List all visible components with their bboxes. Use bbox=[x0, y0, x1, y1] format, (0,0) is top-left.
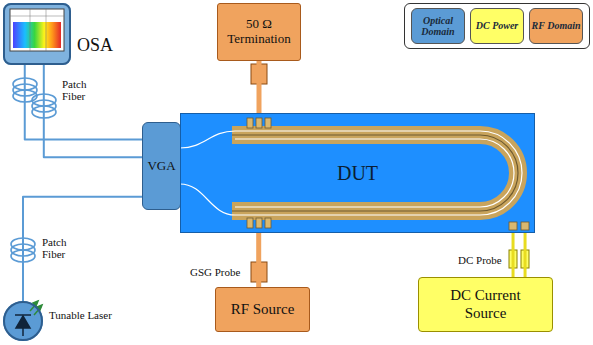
node-label: DUT bbox=[337, 162, 378, 185]
connector-line bbox=[524, 233, 527, 277]
waveguide bbox=[180, 131, 522, 215]
part-label: GSG Probe bbox=[190, 266, 240, 278]
connector bbox=[44, 65, 142, 157]
connector bbox=[513, 233, 514, 277]
node-label: OSA bbox=[77, 35, 113, 56]
laser-body bbox=[3, 301, 43, 341]
connector-line bbox=[25, 65, 142, 140]
source-box: RF Source bbox=[215, 287, 310, 332]
electrode-gap bbox=[232, 135, 518, 211]
termination-box: 50 Ω Termination bbox=[217, 3, 301, 61]
osa-spectrum bbox=[13, 22, 61, 48]
dut-chip bbox=[180, 113, 535, 233]
node-label: RF Source bbox=[231, 301, 295, 318]
chip-box: DUT bbox=[180, 113, 535, 233]
instrument-box: OSA bbox=[3, 3, 71, 65]
source-box: DC Current Source bbox=[418, 277, 553, 332]
connector-line bbox=[257, 61, 262, 113]
legend-text: RF Domain bbox=[532, 20, 581, 32]
connector bbox=[525, 233, 526, 277]
legend-text: Optical Domain bbox=[412, 15, 464, 38]
osa-screen bbox=[10, 9, 64, 51]
node-label: 50 Ω Termination bbox=[224, 17, 294, 47]
part-label: DC Probe bbox=[458, 254, 502, 266]
waveguide bbox=[235, 139, 514, 207]
node-label: DC Current Source bbox=[441, 287, 531, 322]
connector-line bbox=[23, 197, 142, 301]
vga-box: VGA bbox=[142, 122, 181, 210]
legend-swatch: Optical Domain bbox=[411, 8, 465, 44]
legend-swatch: RF Domain bbox=[529, 8, 583, 44]
part-label: Patch Fiber bbox=[62, 78, 98, 102]
emission-arrows bbox=[30, 301, 42, 315]
node-label: VGA bbox=[147, 159, 175, 174]
gsg-pads bbox=[247, 118, 271, 228]
diode-symbol bbox=[15, 315, 31, 336]
legend-box: Optical Domain DC Power RF Domain bbox=[404, 3, 590, 49]
node-label: Tunable Laser bbox=[49, 309, 112, 322]
osa-grid bbox=[10, 9, 64, 51]
legend-swatch: DC Power bbox=[470, 8, 524, 44]
connector-line bbox=[44, 65, 142, 157]
connector bbox=[258, 233, 259, 287]
electrode-band bbox=[232, 135, 518, 211]
connector-line bbox=[512, 233, 515, 277]
connector bbox=[23, 197, 142, 301]
connector bbox=[259, 61, 260, 113]
connector-line bbox=[256, 233, 261, 287]
connector bbox=[25, 65, 142, 140]
legend-text: DC Power bbox=[476, 20, 519, 32]
osa-body bbox=[3, 3, 71, 65]
laser-circle: Tunable Laser bbox=[3, 301, 43, 341]
part-label: Patch Fiber bbox=[42, 236, 78, 260]
dc-pads bbox=[509, 222, 529, 230]
